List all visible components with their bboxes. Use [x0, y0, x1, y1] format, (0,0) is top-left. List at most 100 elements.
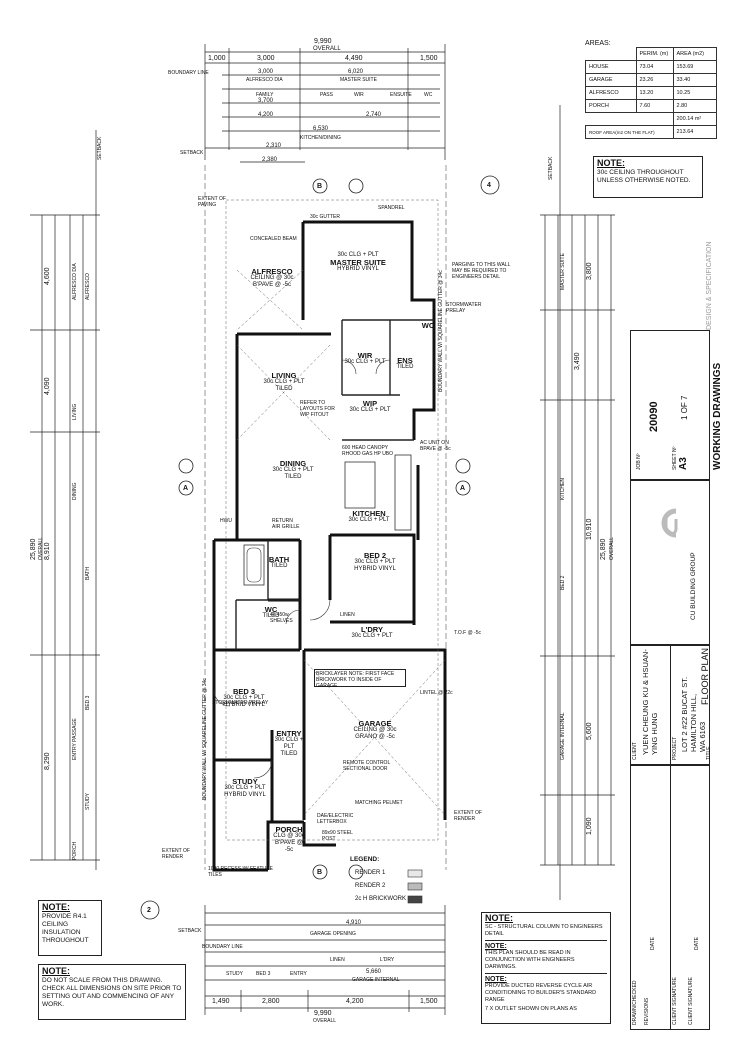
room-ens: ENS TILED — [390, 357, 420, 371]
recess-note: 1000 RECESS W/ FEATURE TILES — [208, 866, 273, 878]
room-porch-floor: B'PAVE @ -5c — [274, 840, 304, 853]
top-master-suite-label: MASTER SUITE — [340, 77, 377, 83]
room-bed3-name: BED 3 — [232, 687, 256, 696]
room-living-floor: TILED — [275, 386, 293, 392]
project-line-1: LOT 2 #22 BUCAT ST. — [680, 676, 689, 752]
boundary-wall-note-right: BOUNDARY WALL W/ SQUARELINE GUTTER @ 34c — [438, 270, 444, 392]
top-row3-dim-a: 3,700 — [258, 98, 274, 104]
table-row: GARAGE 23.26 33.40 — [585, 73, 717, 87]
room-wip-name: WIP — [362, 399, 378, 408]
areas-row-name: ALFRESCO — [585, 86, 637, 100]
client-signature-label-2: CLIENT SIGNATURE — [688, 977, 694, 1025]
top-row1-dim-b: 6,020 — [348, 69, 364, 75]
room-porch: PORCH CLG @ 30c B'PAVE @ -5c — [270, 826, 308, 854]
top-family-label: FAMILY — [256, 92, 274, 98]
areas-header-area: AREA (m2) — [672, 47, 717, 61]
room-porch-ceiling: CLG @ 30c — [273, 833, 305, 839]
ceiling-note-text: 30c CEILING THROUGHOUT UNLESS OTHERWISE … — [597, 169, 691, 184]
engineer-note-line4: 7 X OUTLET SHOWN ON PLANS AS — [485, 1006, 577, 1012]
areas-header-blank — [586, 48, 637, 61]
ceiling-note: NOTE: 30c CEILING THROUGHOUT UNLESS OTHE… — [593, 156, 703, 198]
room-wir-name: WIR — [357, 351, 373, 360]
extent-render-left: EXTENT OF RENDER — [162, 848, 190, 860]
company-name: CU BUILDING GROUP — [690, 552, 697, 620]
room-laundry: L'DRY 30c CLG + PLT — [348, 626, 396, 640]
right-setback-label: SETBACK — [548, 156, 554, 180]
bottom-overall-label: OVERALL — [313, 1018, 337, 1024]
left-entry-passage-label: ENTRY PASSAGE — [72, 718, 78, 760]
company-logo — [654, 505, 684, 545]
room-wir-ceiling: 30c CLG + PLT — [344, 359, 386, 365]
extent-render-right: EXTENT OF RENDER — [454, 810, 482, 822]
right-overall-label: OVERALL — [609, 536, 615, 560]
top-row6-dim: 2,310 — [266, 143, 282, 149]
bottom-garage-opening-dim: 4,910 — [346, 920, 362, 926]
steel-post-note: 89x90 STEEL POST — [322, 830, 353, 842]
bottom-dim-4: 1,500 — [420, 998, 438, 1005]
bottom-laundry-label: L'DRY — [380, 957, 395, 963]
right-dim-b: 3,490 — [574, 352, 581, 370]
legend-render-2: RENDER 2 — [355, 883, 386, 889]
bottom-dim-2: 2,800 — [262, 998, 280, 1005]
room-wc-lower: WC TILED — [256, 606, 286, 620]
concealed-beam-note: CONCEALED BEAM — [250, 236, 297, 242]
top-alfresco-dia-label: ALFRESCO DIA — [246, 77, 283, 83]
room-entry: ENTRY 30c CLG + PLT TILED — [274, 730, 304, 758]
room-bed-2: BED 2 30c CLG + PLT HYBRID VINYL — [346, 552, 404, 573]
client-name: YUEN CHEUNG KU & HSUAN-YING HUNG — [641, 649, 659, 755]
areas-roof-label: ROOF AREA(m2 ON THE FLAT) — [585, 125, 674, 139]
areas-table: PERIM. (m) AREA (m2) HOUSE 73.04 153.69 … — [585, 47, 717, 139]
drawn-checked-label: DRAWN/CHECKED — [632, 980, 638, 1025]
date-label-2: DATE — [694, 937, 700, 950]
room-wc-upper-name: WC — [421, 321, 435, 330]
top-wc-label: WC — [424, 92, 433, 98]
right-dim-c: 10,910 — [586, 518, 593, 540]
bottom-study-label: STUDY — [226, 971, 243, 977]
bottom-bed3-label: BED 3 — [256, 971, 271, 977]
room-master-ceiling: 30c CLG + PLT — [337, 252, 379, 258]
areas-header-row: PERIM. (m) AREA (m2) — [586, 47, 717, 61]
right-bed2-label: BED 2 — [560, 575, 566, 590]
elevation-marker-4: 4 — [487, 182, 491, 189]
shelves-note: 4x 450w SHELVES — [270, 612, 293, 624]
top-row7-dim: 2,380 — [262, 157, 278, 163]
refer-layouts-note: REFER TO LAYOUTS FOR WIP FITOUT — [300, 400, 335, 418]
room-entry-name: ENTRY — [276, 729, 302, 738]
top-row4-dim-a: 4,200 — [258, 112, 274, 118]
project-line-2: HAMILTON HILL, — [689, 693, 698, 752]
room-study-floor: HYBRID VINYL — [224, 792, 266, 798]
top-pass-label: PASS — [320, 92, 333, 98]
section-marker-b-top: B — [317, 183, 323, 190]
room-bed2-floor: HYBRID VINYL — [354, 566, 396, 572]
left-dim-c: 8,910 — [44, 542, 51, 560]
section-marker-b-bottom: B — [317, 869, 323, 876]
room-dining-name: DINING — [279, 459, 307, 468]
stormwater-note-upper: STORMWATER PRELAY — [446, 302, 482, 314]
right-dim-d: 5,600 — [586, 722, 593, 740]
top-overall-dim: 9,990 — [314, 38, 332, 45]
engineer-note-title-3: NOTE: — [485, 976, 507, 983]
top-row4-dim-b: 2,740 — [366, 112, 382, 118]
engineer-note-line1: SC - STRUCTURAL COLUMN TO ENGINEERS DETA… — [485, 924, 607, 941]
room-dining: DINING 30c CLG + PLT TILED — [258, 460, 328, 481]
client-signature-label: CLIENT SIGNATURE — [672, 977, 678, 1025]
room-master-floor: HYBRID VINYL — [337, 266, 379, 272]
room-bed2-name: BED 2 — [363, 551, 387, 560]
elevation-marker-2: 2 — [147, 907, 151, 914]
table-row: PORCH 7.60 2.80 — [585, 99, 717, 113]
room-dining-ceiling: 30c CLG + PLT — [272, 467, 314, 473]
bricklayer-note: BRICKLAYER NOTE: FIRST FACE BRICKWORK TO… — [314, 669, 406, 689]
top-boundary-label: BOUNDARY LINE — [168, 70, 209, 76]
room-alfresco-name: ALFRESCO — [251, 267, 293, 276]
bottom-linen-label: LINEN — [330, 957, 345, 963]
left-alfresco-label: ALFRESCO — [85, 273, 91, 300]
room-master-name: MASTER SUITE — [330, 258, 386, 267]
room-bed3-ceiling: 30c CLG + PLT — [223, 695, 265, 701]
areas-header-perim: PERIM. (m) — [635, 47, 674, 61]
job-number: 20090 — [648, 401, 660, 432]
room-laundry-name: L'DRY — [361, 625, 383, 634]
areas-total-blank — [586, 113, 637, 126]
sheet-number: 1 OF 7 — [680, 395, 689, 420]
room-kitchen-ceiling: 30c CLG + PLT — [348, 517, 390, 523]
